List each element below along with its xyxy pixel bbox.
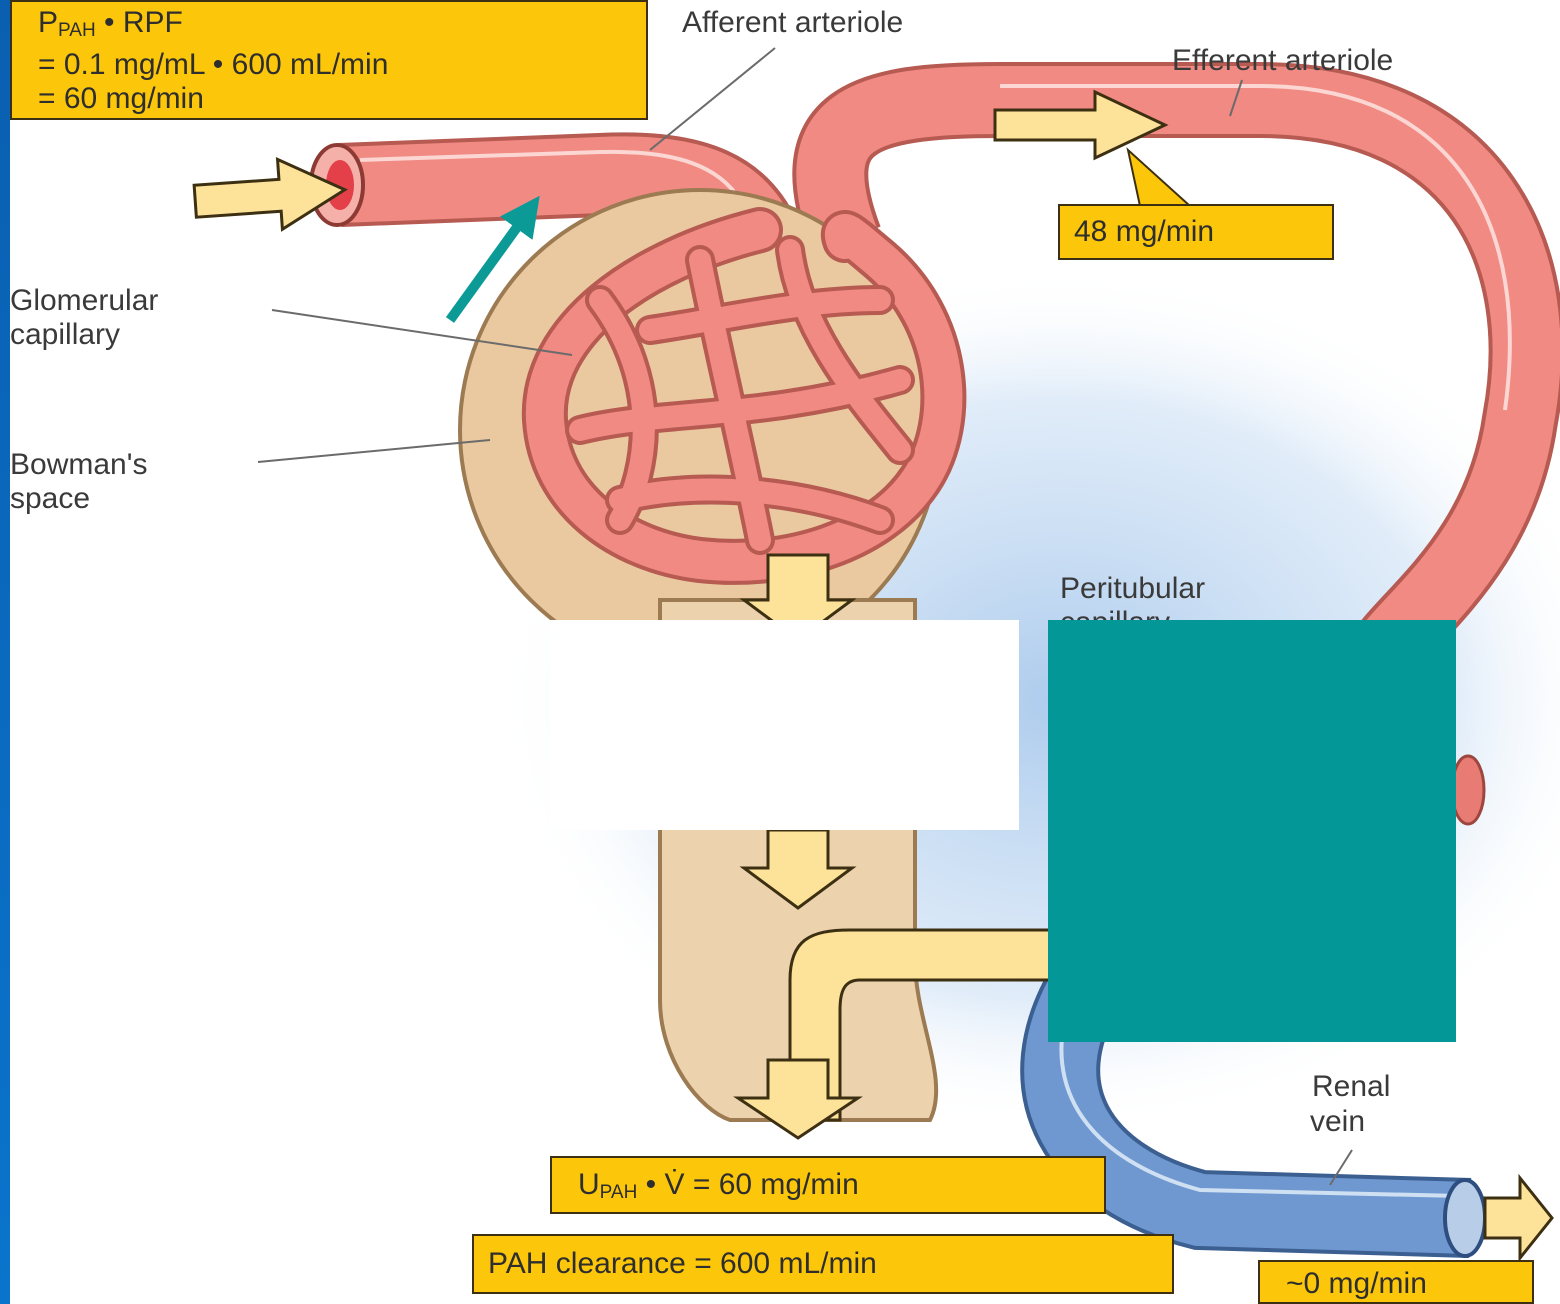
pah-clearance-box: PAH clearance = 600 mL/min: [472, 1234, 1174, 1294]
efferent-amount-callout: [1128, 150, 1190, 206]
label-bowmans-space-1: Bowman's: [10, 448, 147, 482]
urine-excretion-box: UPAH • V̇ = 60 mg/min: [550, 1156, 1106, 1214]
renal-vein-opening: [1445, 1180, 1485, 1256]
urine-excretion-text: UPAH • V̇ = 60 mg/min: [578, 1168, 1104, 1210]
vein-amount-box: ~0 mg/min: [1258, 1260, 1534, 1304]
label-efferent-arteriole: Efferent arteriole: [1172, 44, 1393, 78]
rpf-line-2: = 0.1 mg/mL • 600 mL/min: [38, 48, 646, 82]
label-renal-vein-1: Renal: [1312, 1070, 1390, 1104]
teal-overlay-box: [1048, 620, 1456, 1042]
white-overlay-box: [550, 620, 1019, 830]
rpf-line-1: PPAH • RPF: [38, 6, 646, 48]
rpf-delivery-box: PPAH • RPF = 0.1 mg/mL • 600 mL/min = 60…: [10, 0, 648, 120]
label-peritubular-1: Peritubular: [1060, 572, 1205, 606]
label-afferent-arteriole: Afferent arteriole: [682, 6, 903, 40]
vein-outflow-arrow: [1485, 1178, 1552, 1258]
rpf-line-3: = 60 mg/min: [38, 82, 646, 116]
label-bowmans-space-2: space: [10, 482, 90, 516]
label-glomerular-capillary-1: Glomerular: [10, 284, 158, 318]
label-renal-vein-2: vein: [1310, 1105, 1365, 1139]
efferent-amount-box: 48 mg/min: [1058, 204, 1334, 260]
peritubular-capillary-cut: [1452, 756, 1484, 824]
label-glomerular-capillary-2: capillary: [10, 318, 120, 352]
